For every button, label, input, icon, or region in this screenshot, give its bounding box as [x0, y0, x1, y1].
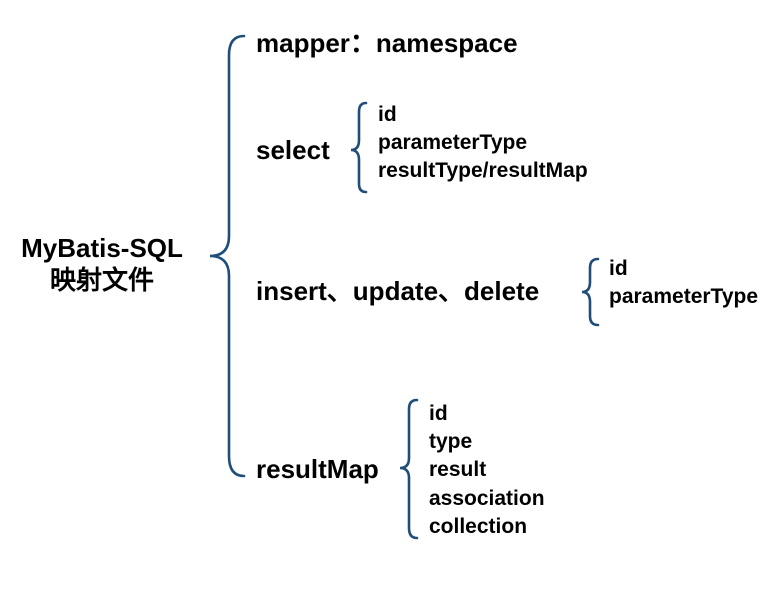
resultmap-item-type: type	[429, 430, 473, 453]
root-brace	[209, 34, 246, 478]
resultmap-item-association: association	[429, 487, 545, 510]
select-item-parametertype: parameterType	[378, 131, 528, 154]
resultmap-brace	[399, 398, 419, 540]
iud-node: insert、update、delete	[256, 276, 540, 306]
mapper-node: mapper：namespace	[256, 28, 518, 58]
root-subtitle: 映射文件	[49, 265, 154, 295]
iud-brace	[581, 257, 600, 327]
root-title: MyBatis-SQL	[21, 233, 183, 263]
resultmap-node: resultMap	[256, 454, 379, 484]
resultmap-item-id: id	[429, 402, 448, 425]
select-item-resulttype: resultType/resultMap	[378, 159, 588, 182]
select-brace	[350, 101, 368, 194]
resultmap-item-result: result	[429, 458, 487, 481]
root-node: MyBatis-SQL 映射文件	[10, 232, 194, 296]
select-item-id: id	[378, 103, 397, 126]
iud-item-parametertype: parameterType	[609, 285, 759, 308]
resultmap-item-collection: collection	[429, 515, 528, 538]
iud-item-id: id	[609, 257, 628, 280]
select-node: select	[256, 135, 330, 165]
